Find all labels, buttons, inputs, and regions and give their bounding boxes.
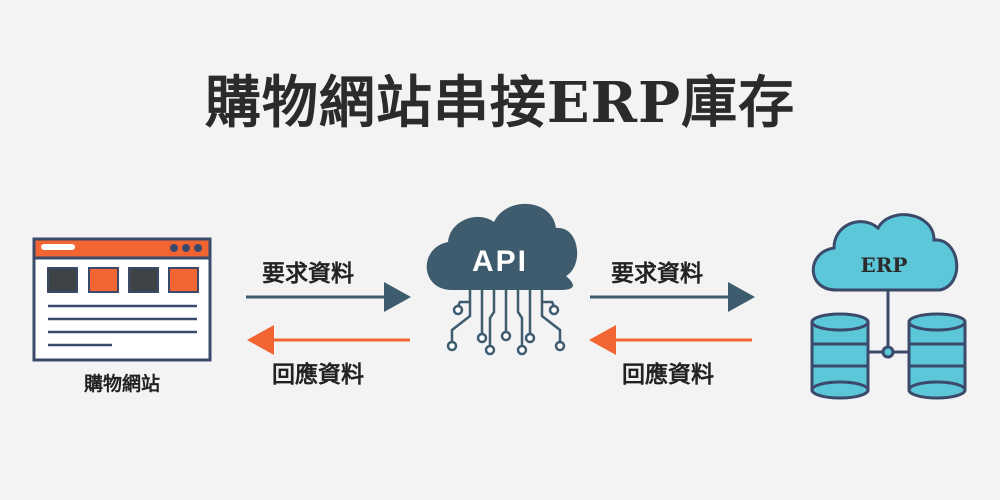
right-request-label: 要求資料	[611, 261, 703, 287]
website-caption: 購物網站	[84, 373, 161, 395]
right-response-label: 回應資料	[622, 362, 714, 388]
left-response-label: 回應資料	[272, 362, 364, 388]
website-window-icon	[32, 237, 212, 362]
diagram-title: 購物網站串接ERP庫存	[204, 70, 796, 136]
api-label: API	[472, 245, 528, 278]
erp-database-icon	[810, 213, 967, 400]
api-cloud-icon	[426, 203, 578, 356]
left-request-label: 要求資料	[262, 261, 354, 287]
erp-label: ERP	[861, 253, 908, 277]
